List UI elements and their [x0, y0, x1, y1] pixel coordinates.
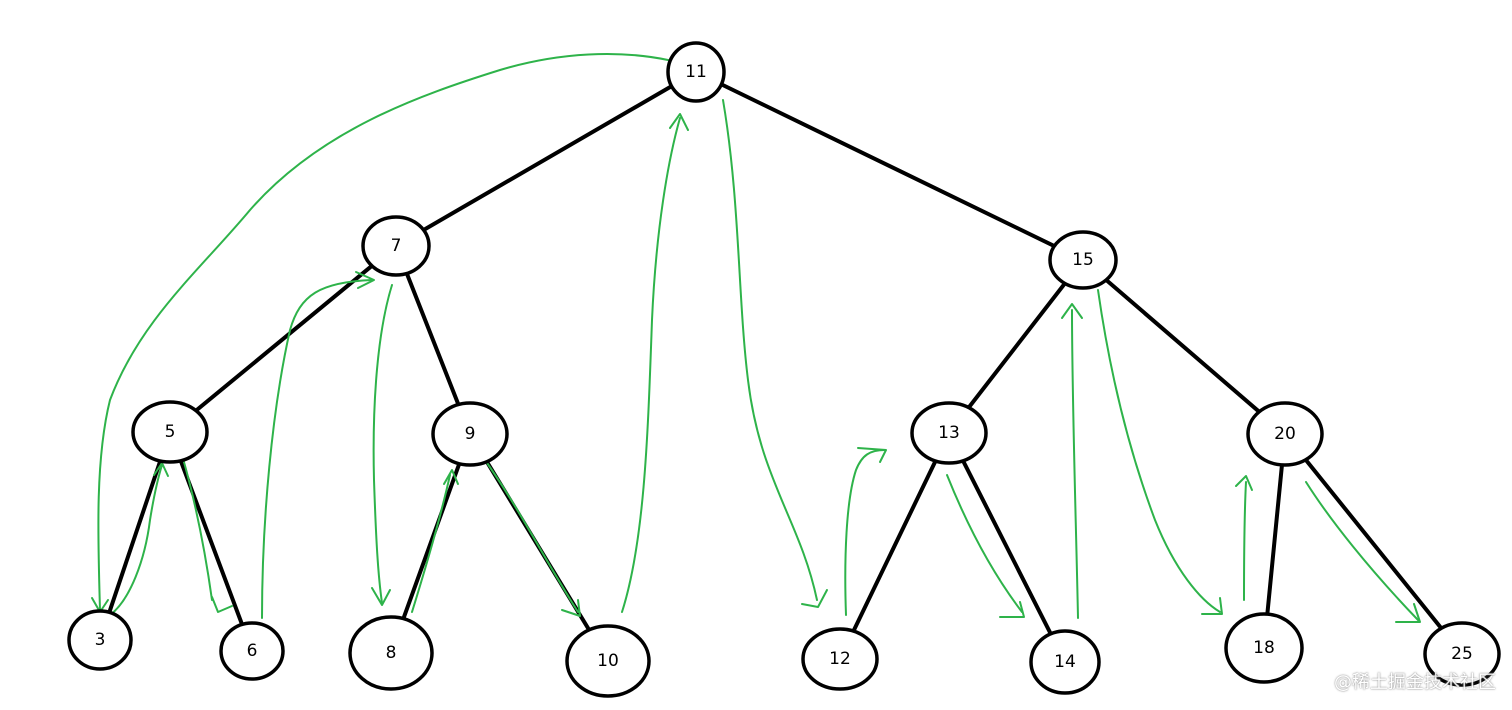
tree-node-13: 13	[910, 401, 988, 465]
tree-edge	[168, 244, 398, 434]
traversal-arrow	[1097, 289, 1221, 613]
node-label: 7	[391, 236, 402, 256]
tree-edge	[694, 70, 1085, 262]
tree-edge	[394, 70, 698, 248]
arrowhead	[371, 587, 391, 606]
tree-nodes: 11 7 15 5 9 13 20 3 6 8 10 12 14 18 25	[67, 41, 1501, 698]
node-label: 11	[685, 62, 707, 82]
node-circle	[1246, 401, 1324, 467]
arrowhead	[801, 589, 828, 608]
node-circle	[910, 401, 988, 465]
tree-node-3: 3	[67, 609, 133, 671]
tree-node-12: 12	[801, 627, 879, 691]
traversal-arrow	[621, 117, 681, 613]
node-label: 12	[829, 649, 851, 669]
node-circle	[666, 41, 726, 103]
node-circle	[1423, 621, 1501, 687]
node-circle	[1224, 612, 1304, 684]
watermark: @稀土掘金技术社区	[1334, 672, 1496, 693]
traversal-arrow	[97, 53, 669, 611]
node-label: 20	[1274, 424, 1296, 444]
node-label: 15	[1072, 250, 1094, 270]
tree-node-9: 9	[431, 401, 509, 467]
node-circle	[801, 627, 879, 691]
traversal-arrow	[372, 284, 393, 604]
arrowhead	[1201, 597, 1223, 615]
node-label: 10	[597, 651, 619, 671]
node-circle	[219, 621, 285, 681]
tree-edge	[1262, 432, 1287, 650]
tree-edge	[1283, 432, 1464, 656]
arrowhead	[999, 601, 1025, 618]
node-label: 5	[165, 422, 176, 442]
node-label: 25	[1451, 644, 1473, 664]
tree-node-8: 8	[348, 615, 434, 691]
arrowhead	[443, 469, 459, 485]
tree-edge	[1081, 258, 1287, 436]
node-label: 8	[386, 643, 397, 663]
tree-node-11: 11	[666, 41, 726, 103]
tree-edge	[394, 244, 472, 436]
traversal-arrow	[1243, 481, 1247, 601]
node-label: 6	[247, 641, 258, 661]
tree-edge	[947, 431, 1067, 664]
tree-edge	[838, 431, 951, 661]
node-circle	[131, 400, 209, 464]
arrowhead	[1235, 475, 1253, 491]
node-circle	[1048, 230, 1118, 290]
traversal-arrow	[109, 464, 163, 616]
node-circle	[361, 215, 431, 277]
traversal-arrow	[181, 454, 213, 601]
traversal-arrow	[946, 474, 1023, 613]
node-label: 18	[1253, 638, 1275, 658]
tree-edge	[389, 432, 472, 655]
traversal-arrow	[484, 459, 579, 613]
node-circle	[565, 624, 651, 698]
tree-node-15: 15	[1048, 230, 1118, 290]
node-circle	[348, 615, 434, 691]
arrowhead	[857, 447, 887, 463]
node-label: 13	[938, 423, 960, 443]
tree-node-5: 5	[131, 400, 209, 464]
node-label: 14	[1054, 652, 1076, 672]
arrowhead	[211, 596, 233, 613]
node-label: 3	[95, 630, 106, 650]
tree-node-18: 18	[1224, 612, 1304, 684]
arrowhead	[355, 271, 375, 289]
tree-edge	[947, 258, 1085, 435]
tree-node-25: 25	[1423, 621, 1501, 687]
node-circle	[1029, 629, 1101, 695]
traversal-arrow	[411, 474, 451, 613]
arrowhead	[669, 113, 689, 131]
tree-node-20: 20	[1246, 401, 1324, 467]
node-label: 9	[465, 424, 476, 444]
node-circle	[431, 401, 509, 467]
tree-edges	[98, 70, 1464, 664]
traversal-arrow	[722, 99, 818, 601]
arrowhead	[561, 599, 581, 617]
tree-node-14: 14	[1029, 629, 1101, 695]
arrowhead	[1061, 303, 1083, 319]
node-circle	[67, 609, 133, 671]
tree-node-6: 6	[219, 621, 285, 681]
traversal-arrow	[1305, 481, 1419, 621]
tree-node-7: 7	[361, 215, 431, 277]
traversal-arrow	[1071, 309, 1079, 619]
tree-edge	[168, 430, 254, 653]
traversal-arrow	[261, 279, 373, 619]
traversal-arrow	[844, 449, 886, 616]
tree-node-10: 10	[565, 624, 651, 698]
arrowhead	[1395, 603, 1421, 623]
traversal-arrows	[91, 53, 1421, 623]
tree-edge	[98, 430, 172, 642]
